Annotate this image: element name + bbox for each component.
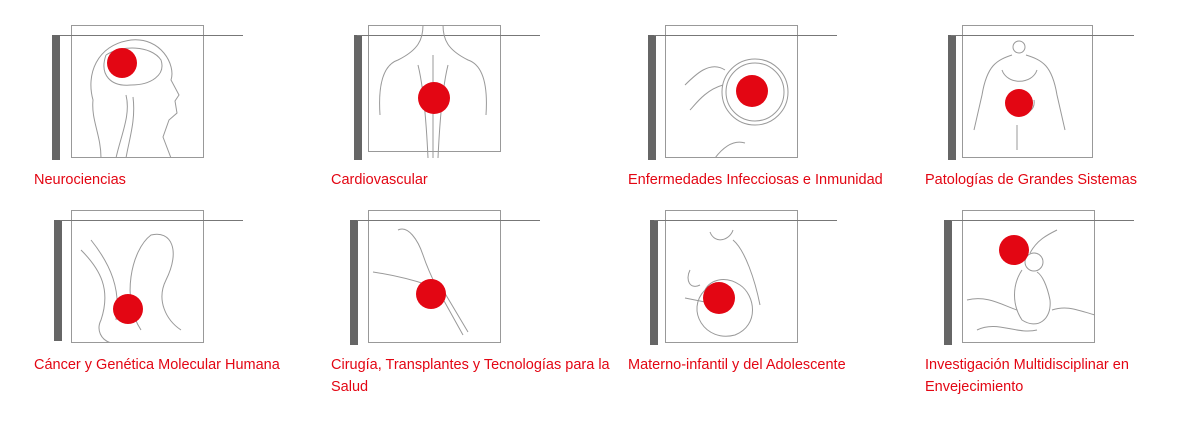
accent-bar [650,220,658,345]
divider [654,220,837,221]
accent-bar [52,35,60,160]
highlight-dot [113,294,143,324]
area-label[interactable]: Materno-infantil y del Adolescente [628,357,846,373]
area-label[interactable]: Investigación Multidisciplinar en Enveje… [925,357,1129,395]
accent-bar [54,220,62,341]
accent-bar [350,220,358,345]
area-label[interactable]: Enfermedades Infecciosas e Inmunidad [628,172,883,188]
surgery-hand-icon [372,228,469,336]
area-card-grandes-sistemas[interactable]: Patologías de Grandes Sistemas [925,25,1185,225]
accent-bar [648,35,656,160]
frame [71,25,204,158]
pregnancy-icon [684,229,761,337]
area-label[interactable]: Cirugía, Transplantes y Tecnologías para… [331,357,610,395]
divider [951,220,1134,221]
divider [60,35,243,36]
frame [665,25,798,158]
area-card-cardiovascular[interactable]: Cardiovascular [331,25,621,225]
divider [60,220,243,221]
area-label[interactable]: Cardiovascular [331,172,428,188]
area-label[interactable]: Cáncer y Genética Molecular Humana [34,357,280,373]
area-card-infecciosas[interactable]: Enfermedades Infecciosas e Inmunidad [628,25,918,225]
frame [962,210,1095,343]
accent-bar [944,220,952,345]
frame [962,25,1093,158]
area-card-envejecimiento[interactable]: Investigación Multidisciplinar en Enveje… [925,210,1185,410]
area-card-materno-infantil[interactable]: Materno-infantil y del Adolescente [628,210,918,410]
area-card-cancer[interactable]: Cáncer y Genética Molecular Humana [34,210,324,410]
highlight-dot [703,282,735,314]
area-label[interactable]: Patologías de Grandes Sistemas [925,172,1137,188]
divider [357,220,540,221]
divider [357,35,540,36]
highlight-dot [107,48,137,78]
frame [368,25,501,152]
accent-bar [354,35,362,160]
highlight-dot [416,279,446,309]
divider [951,35,1134,36]
microscope-cell-icon [684,58,789,158]
accent-bar [948,35,956,160]
frame [71,210,204,343]
highlight-dot [418,82,450,114]
area-card-cirugia[interactable]: Cirugía, Transplantes y Tecnologías para… [331,210,621,410]
brain-head-icon [90,39,180,158]
area-label[interactable]: Neurociencias [34,172,126,188]
organs-body-icon [973,40,1066,150]
elderly-person-icon [966,229,1095,332]
highlight-dot [736,75,768,107]
frame [368,210,501,343]
dna-ribbon-icon [80,233,182,343]
frame [665,210,798,343]
highlight-dot [1005,89,1033,117]
highlight-dot [999,235,1029,265]
area-card-neurociencias[interactable]: Neurociencias [34,25,324,225]
divider [654,35,837,36]
